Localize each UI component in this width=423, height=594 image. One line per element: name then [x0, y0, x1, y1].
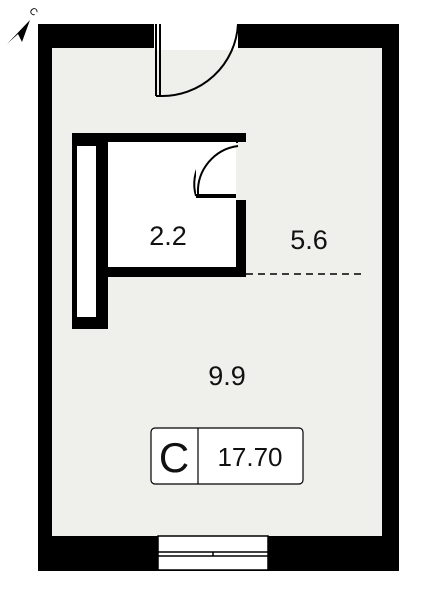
bathroom-walls	[72, 133, 246, 329]
apartment-type: С	[159, 434, 189, 481]
window-frame	[157, 535, 269, 571]
compass-letter: C	[27, 6, 40, 19]
room-area-bathroom: 2.2	[149, 221, 187, 251]
apartment-total-area: 17.70	[217, 442, 282, 472]
north-arrow-icon: C	[7, 6, 40, 44]
bathroom-door-swing	[196, 145, 239, 195]
entrance-opening	[154, 24, 238, 50]
wardrobe-inner	[77, 146, 96, 317]
entrance-door	[155, 23, 239, 98]
room-area-hallway: 5.6	[290, 225, 328, 255]
apartment-tag: С 17.70	[150, 427, 304, 485]
room-area-living-room: 9.9	[208, 361, 246, 391]
